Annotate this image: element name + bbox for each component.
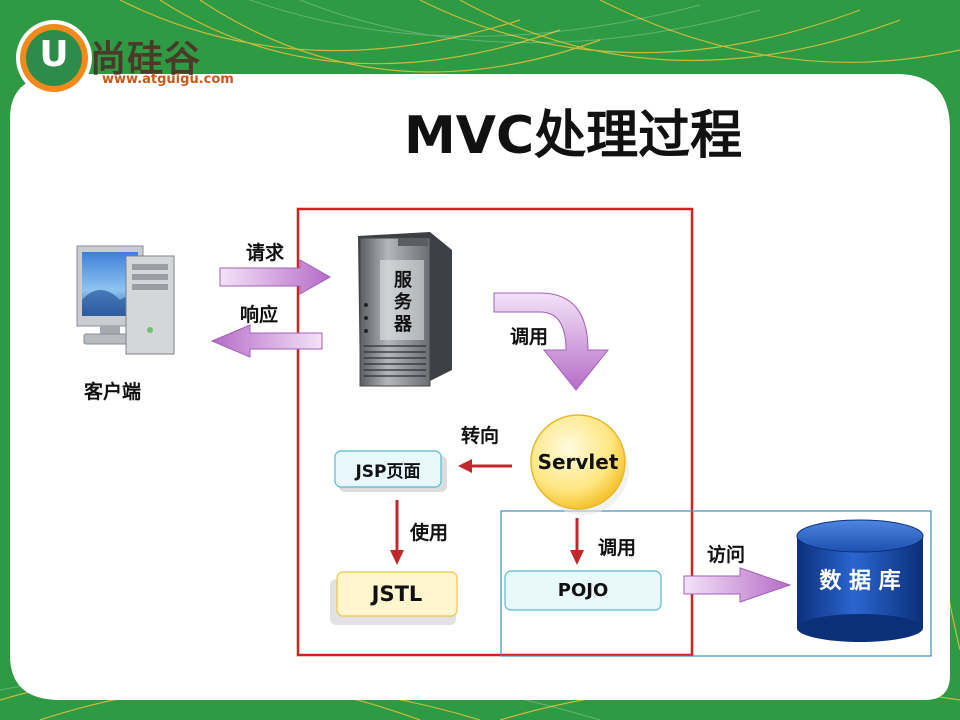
servlet-circle (530, 414, 626, 510)
servlet-label: Servlet (537, 450, 619, 474)
invoke-servlet-label: 调用 (510, 326, 549, 348)
invoke-pojo-label: 调用 (598, 537, 637, 559)
request-arrow (219, 259, 332, 295)
client-computer-icon (76, 245, 175, 355)
content-panel (10, 73, 950, 700)
client-label: 客户端 (84, 381, 142, 403)
logo-letter: U (39, 34, 69, 75)
jsp-label: JSP页面 (355, 461, 421, 482)
server-label-char: 器 (394, 314, 412, 335)
jsp-box (334, 450, 442, 488)
server-label-char: 服 (394, 270, 412, 291)
request-label: 请求 (246, 242, 285, 264)
pojo-label: POJO (557, 580, 609, 601)
invoke-servlet-arrow (493, 292, 610, 391)
slide-title: MVC处理过程 (404, 106, 743, 166)
model-boundary-frame (500, 510, 932, 657)
jstl-label: JSTL (371, 582, 423, 606)
server-label: 服 务 器 (392, 270, 414, 336)
jstl-box (336, 571, 458, 617)
logo-name: 尚硅谷 (90, 39, 202, 80)
server-boundary-frame (296, 207, 694, 657)
use-label: 使用 (410, 522, 449, 544)
response-arrow (210, 324, 323, 358)
server-icon (358, 232, 452, 387)
response-label: 响应 (240, 304, 279, 326)
logo-url: www.atguigu.com (102, 72, 234, 87)
use-arrow (390, 550, 404, 565)
forward-label: 转向 (461, 425, 500, 447)
access-arrow (683, 567, 792, 603)
logo-icon (16, 20, 92, 96)
pojo-box (504, 570, 662, 611)
access-label: 访问 (707, 544, 746, 566)
database-label: 数 据 库 (819, 569, 901, 594)
database-cylinder-icon (796, 519, 924, 642)
server-label-char: 务 (394, 292, 412, 313)
invoke-pojo-arrow (570, 550, 584, 565)
forward-arrow (458, 459, 472, 473)
